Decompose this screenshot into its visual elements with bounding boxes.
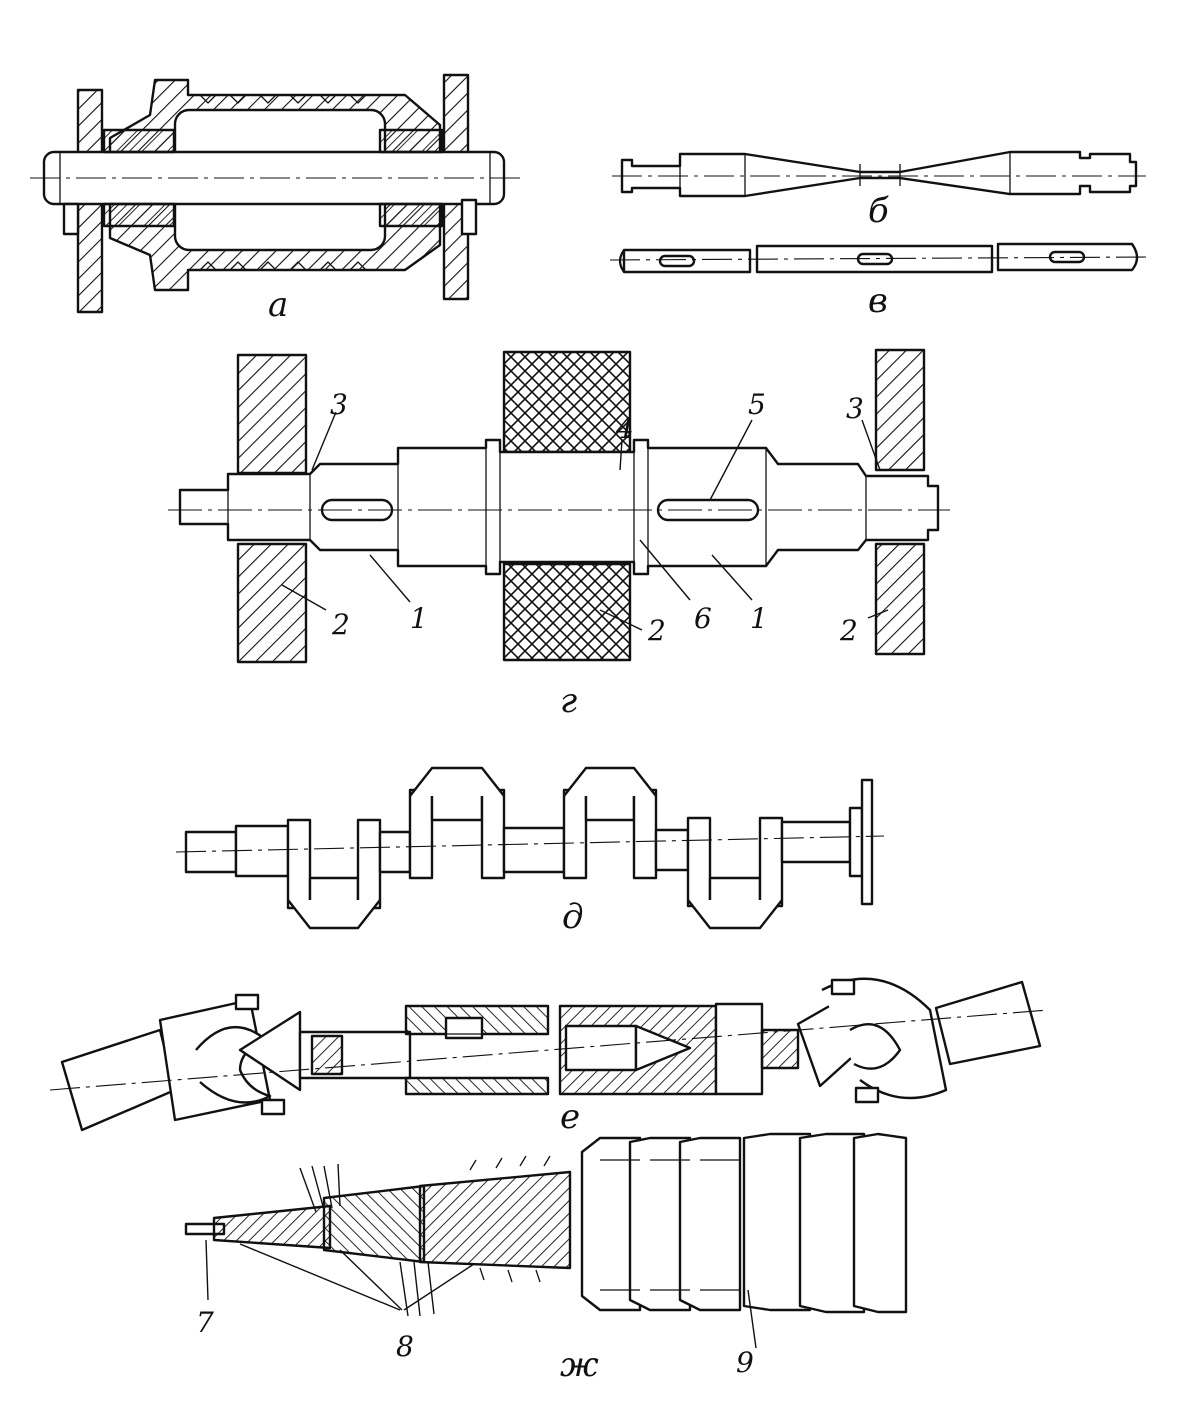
callout-1-right: 1 (750, 602, 768, 635)
view-a-axle-drum: а (30, 73, 520, 325)
label-g: г (560, 681, 577, 721)
label-b: б (868, 191, 889, 231)
view-v-keyed-shaft: в (609, 242, 1149, 321)
callout-6: 6 (694, 602, 712, 635)
callout-9: 9 (736, 1346, 754, 1379)
label-v: в (868, 281, 888, 321)
label-d: д (562, 897, 584, 937)
view-d-crankshaft: д (175, 766, 885, 937)
label-e: е (560, 1097, 580, 1137)
callout-3-right: 3 (846, 392, 864, 425)
view-zh-flexible-shaft: 7 8 9 ж (184, 1132, 908, 1385)
callout-4: 4 (615, 412, 634, 445)
label-zh: ж (560, 1345, 599, 1385)
callout-3-left: 3 (330, 388, 348, 421)
label-a: а (268, 285, 288, 325)
view-g-shaft-supports: 3 3 4 5 2 2 2 1 1 6 г (168, 348, 950, 721)
callout-8: 8 (396, 1330, 414, 1363)
callout-1-left: 1 (410, 602, 428, 635)
callout-2-mid: 2 (647, 614, 666, 647)
view-e-cardan-shaft: е (49, 977, 1049, 1137)
callout-2-right: 2 (839, 614, 858, 647)
callout-7: 7 (196, 1306, 214, 1339)
view-b-tapered-shaft: б (612, 150, 1146, 231)
callout-2-left: 2 (331, 608, 350, 641)
armor-rings (580, 1132, 908, 1314)
callout-5: 5 (748, 388, 766, 421)
